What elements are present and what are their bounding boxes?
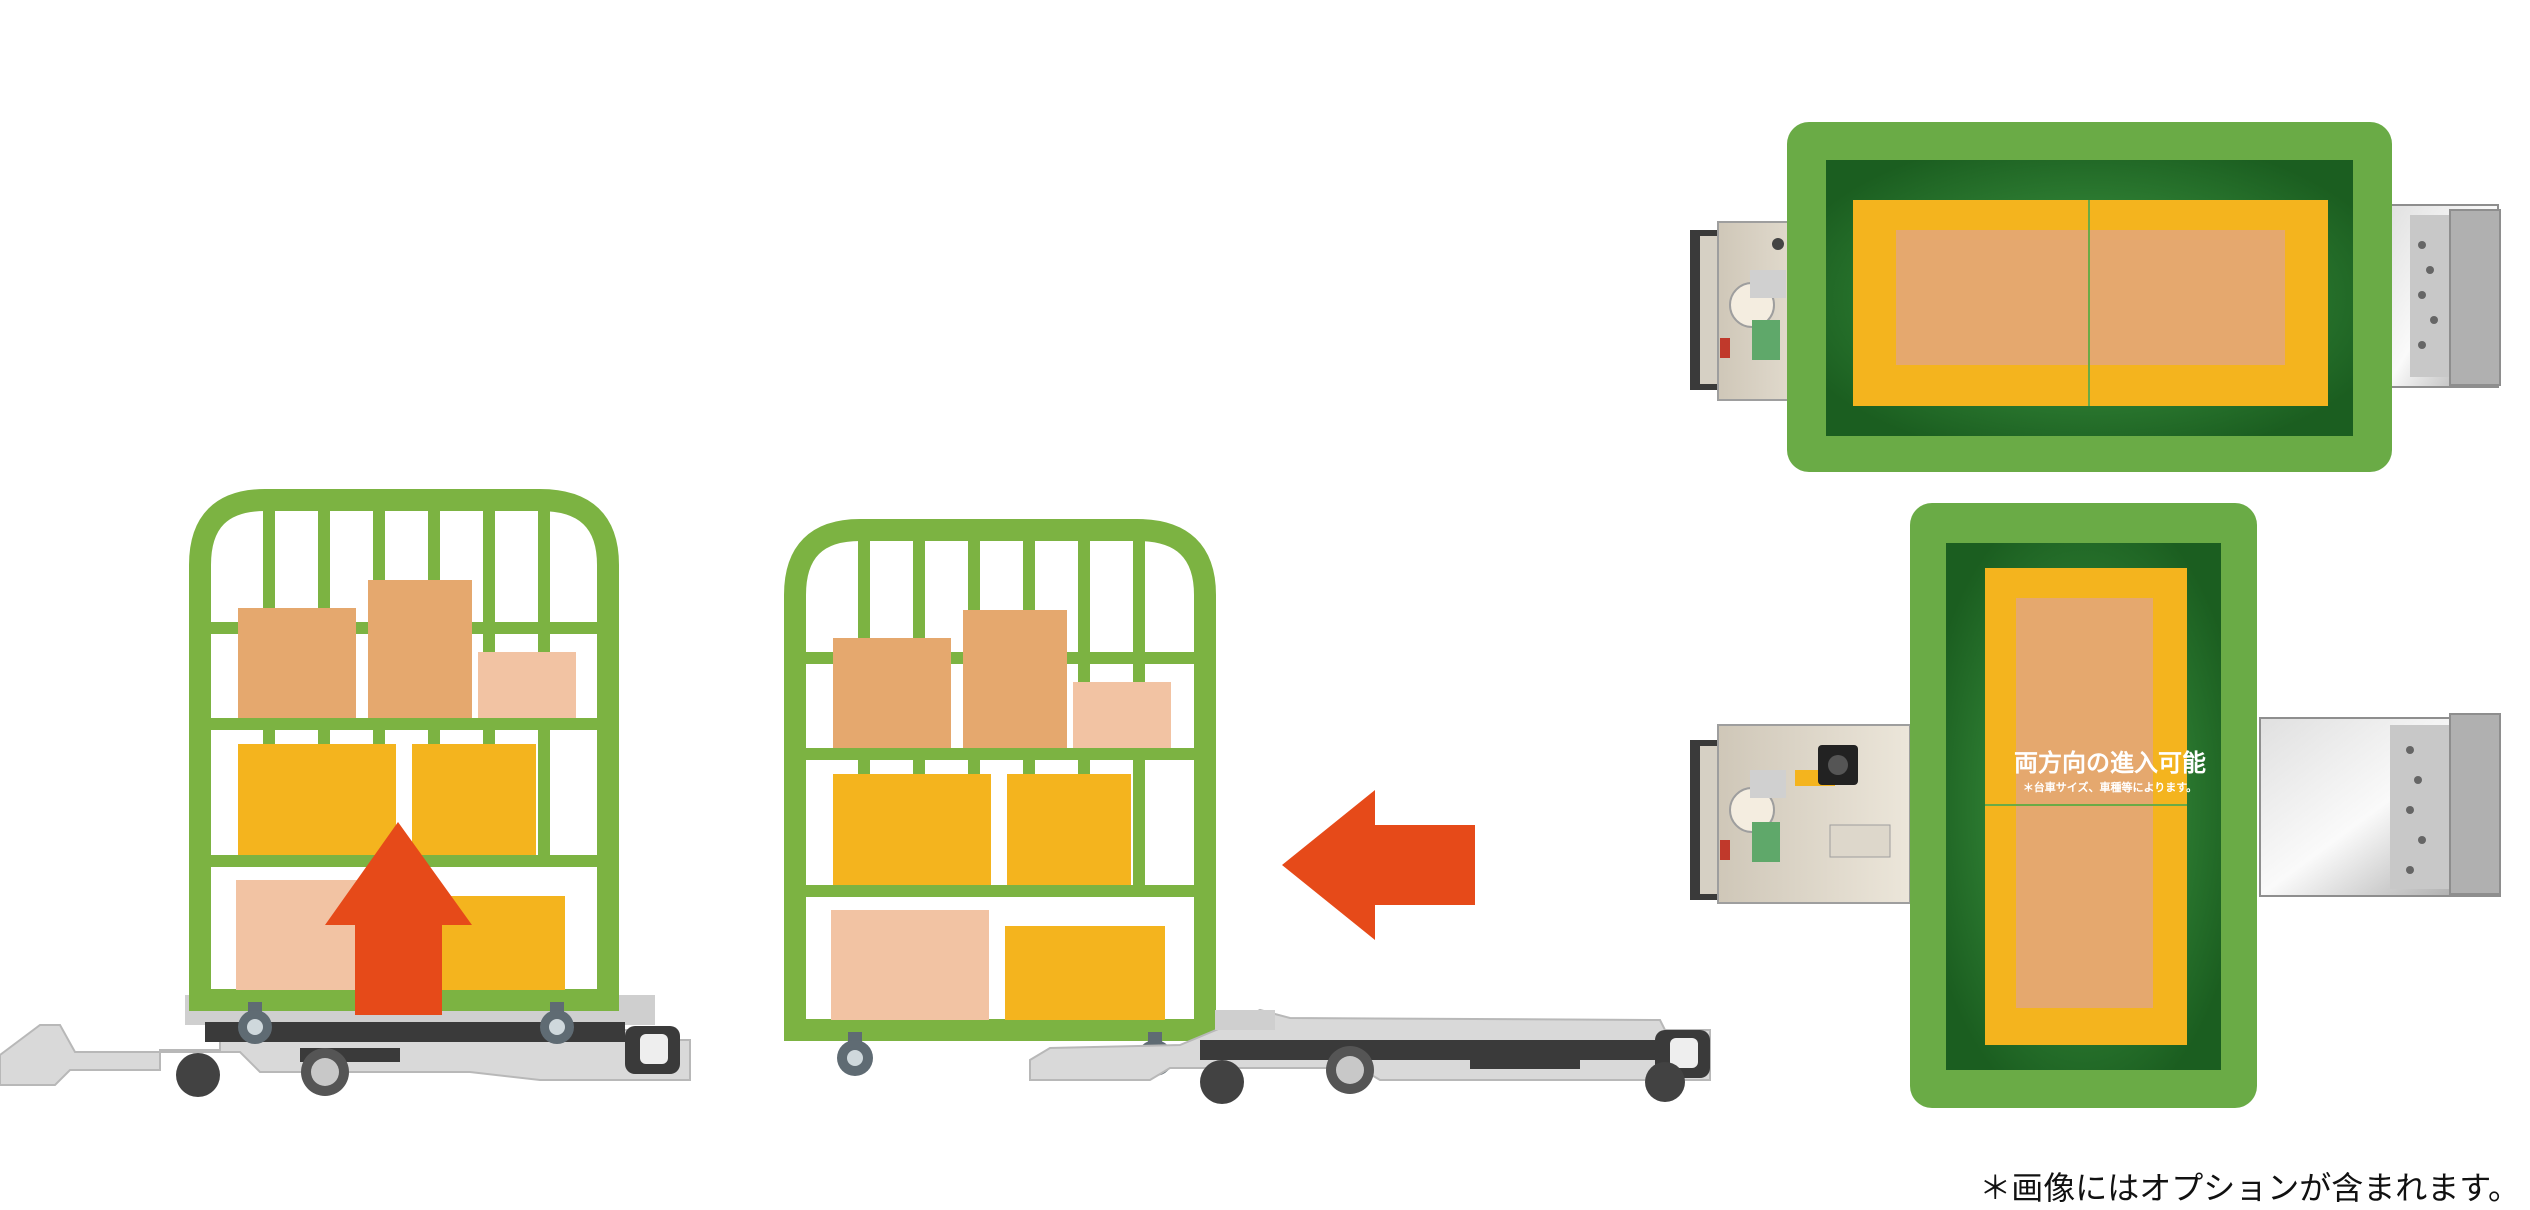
cart-lifted <box>189 489 619 1044</box>
box <box>833 774 991 885</box>
box <box>238 744 396 855</box>
robot-belt <box>1470 1055 1580 1069</box>
cart-caster <box>837 1032 873 1076</box>
box <box>1005 926 1165 1020</box>
arrow-up-icon <box>325 822 472 1015</box>
robot-top-plate <box>1215 1010 1275 1030</box>
robot-top-view-horizontal <box>1690 204 2501 401</box>
box <box>368 580 472 718</box>
box <box>478 652 576 718</box>
options-footnote: ＊画像にはオプションが含まれます。 <box>1979 1169 2520 1207</box>
box <box>1073 682 1171 748</box>
box <box>833 638 951 748</box>
robot-wheel <box>1645 1062 1685 1102</box>
cart-caster <box>540 1002 574 1044</box>
robot-entering <box>1029 1008 1711 1104</box>
cart-floor <box>1896 230 2285 365</box>
cart-top-view-horizontal <box>1787 122 2392 472</box>
box <box>831 910 989 1020</box>
bidirectional-entry-note: ＊台車サイズ、車種等によります。 <box>2022 781 2198 794</box>
robot-wheel <box>1200 1060 1244 1104</box>
cart-top-view-vertical <box>1910 503 2257 1108</box>
robot-top-view-vertical <box>1690 713 2501 904</box>
box <box>238 608 356 718</box>
cart-floor <box>2016 598 2153 1008</box>
cart-standing <box>784 519 1216 1076</box>
robot-dark-band <box>1200 1040 1670 1060</box>
box <box>412 744 536 855</box>
box <box>1007 774 1131 885</box>
arrow-left-icon <box>1282 790 1475 940</box>
robot-dark-band <box>205 1022 625 1042</box>
box <box>963 610 1067 748</box>
cart-caster <box>238 1002 272 1044</box>
bidirectional-entry-label: 両方向の進入可能 <box>2014 749 2206 777</box>
robot-wheel <box>176 1053 220 1097</box>
